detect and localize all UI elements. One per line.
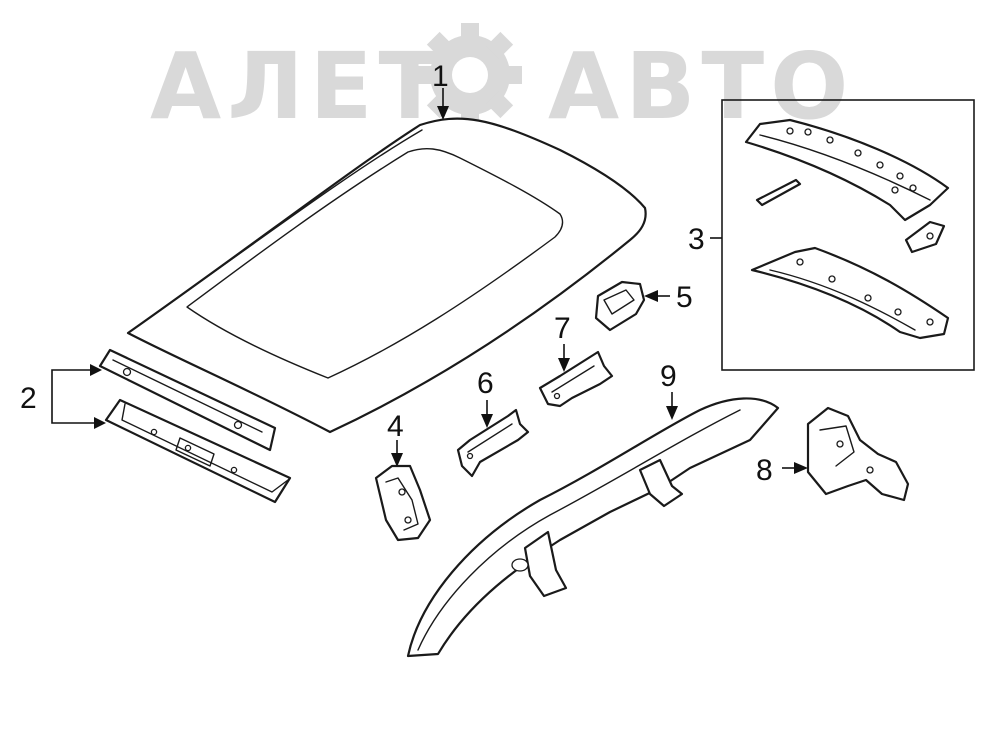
callout-9: 9	[660, 360, 677, 393]
callout-3: 3	[688, 223, 705, 256]
watermark-text-left: АЛЕТ	[150, 33, 447, 140]
callout-5: 5	[676, 281, 693, 314]
part-4-bracket	[374, 464, 432, 542]
callout-7: 7	[554, 312, 571, 345]
leader-lines	[51, 88, 808, 474]
part-5-bracket	[594, 280, 646, 332]
callout-6: 6	[477, 367, 494, 400]
part-9-side-roof-rail	[406, 397, 780, 658]
gear-logo-icon	[418, 23, 522, 127]
callout-4: 4	[387, 410, 404, 443]
part-6-bracket	[456, 408, 530, 478]
part-3-detail-box	[721, 99, 975, 371]
part-8-corner-panel	[806, 406, 910, 502]
callout-1: 1	[432, 60, 449, 93]
callout-2: 2	[20, 382, 37, 415]
part-2-front-roof-rails	[98, 348, 292, 504]
callout-labels: 1 2 3 4 5 6 7 8 9	[20, 60, 773, 487]
watermark-logo: АЛЕТ АВТО	[150, 23, 848, 140]
callout-8: 8	[756, 454, 773, 487]
part-1-roof-panel	[126, 117, 647, 434]
part-3-rear-header-kit	[721, 99, 975, 371]
part-7-bracket	[538, 350, 614, 408]
